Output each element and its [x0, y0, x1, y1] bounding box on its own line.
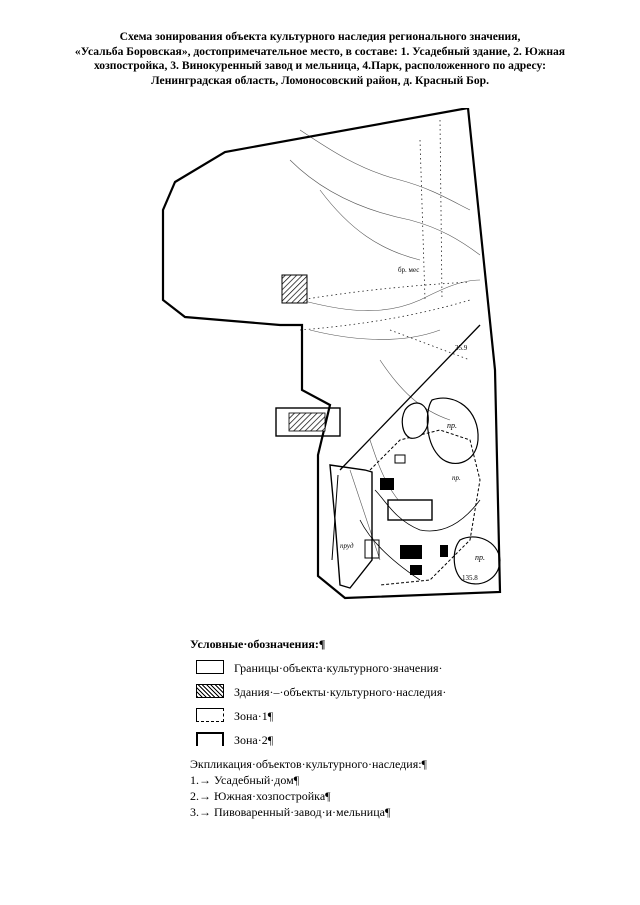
arrow-line [331, 474, 339, 561]
structure-small-2 [400, 545, 422, 559]
explication-heading: Экпликация·объектов·культурного·наследия… [190, 757, 427, 771]
map-label-prud: пруд [340, 542, 354, 550]
zone1-box-symbol [196, 708, 224, 722]
map-contour-lines [289, 129, 481, 561]
legend-text-boundary: Границы·объекта·культурного·значения· [234, 661, 443, 675]
structure-small-6 [394, 454, 406, 464]
title-line-1: Схема зонирования объекта культурного на… [119, 30, 521, 43]
path-lines [374, 489, 481, 532]
legend: Условные·обозначения:¶ Границы·объекта·к… [190, 636, 530, 820]
explication-item-2: 2.→ Южная·хозпостройка¶ [190, 789, 331, 803]
structure-small-4 [364, 539, 380, 559]
building-outline-2 [275, 407, 341, 437]
pond-3 [453, 536, 501, 585]
road-line [339, 324, 481, 471]
hatched-box-symbol [196, 684, 224, 698]
structure-main [387, 499, 433, 521]
pond-1 [401, 402, 429, 439]
structure-small-5 [440, 545, 448, 557]
zone2-boundary [161, 108, 502, 600]
boundary-box-symbol [196, 660, 224, 674]
path-lines-2 [359, 519, 421, 581]
legend-heading: Условные·обозначения:¶ [190, 637, 326, 651]
zone1-boundary [329, 464, 373, 589]
map-label-pr-1: пр. [447, 421, 457, 430]
zoning-map: пр. пр. пр. бр. мес 35.9 135.8 пруд [161, 108, 502, 600]
legend-text-building: Здания·–·объекты·культурного·наследия· [234, 685, 447, 699]
legend-row-zone2: Зона·2¶ [190, 730, 530, 754]
structure-small-3 [410, 565, 422, 575]
document-title: Схема зонирования объекта культурного на… [40, 30, 600, 88]
legend-text-zone2: Зона·2¶ [234, 733, 274, 747]
pond-2 [426, 397, 479, 464]
zone1-inner-line [369, 429, 481, 586]
legend-row-zone1: Зона·1¶ [190, 706, 530, 730]
legend-text-zone1: Зона·1¶ [234, 709, 274, 723]
map-label-pr-2: пр. [475, 553, 485, 562]
legend-row-boundary: Границы·объекта·культурного·значения· [190, 658, 530, 682]
explication-item-3: 3.→ Пивоваренный·завод·и·мельница¶ [190, 805, 391, 819]
legend-row-building: Здания·–·объекты·культурного·наследия· [190, 682, 530, 706]
title-line-2: «Усальба Боровская», достопримечательное… [74, 44, 566, 58]
title-line-3: хозпостройка, 3. Винокуренный завод и ме… [93, 59, 547, 72]
map-label-pr-3: пр. [452, 474, 461, 482]
zone2-box-symbol [196, 732, 224, 746]
map-dotted-lines [299, 119, 471, 361]
explication-item-1: 1.→ Усадебный·дом¶ [190, 773, 300, 787]
structure-small-1 [380, 478, 394, 490]
building-hatched-2 [288, 412, 326, 432]
map-label-elev-1: 35.9 [455, 344, 468, 352]
map-label-brmes: бр. мес [398, 266, 419, 274]
title-line-4: Ленинградская область, Ломоносовский рай… [151, 73, 489, 87]
building-hatched-1 [281, 274, 308, 304]
map-label-elev-2: 135.8 [462, 574, 478, 582]
